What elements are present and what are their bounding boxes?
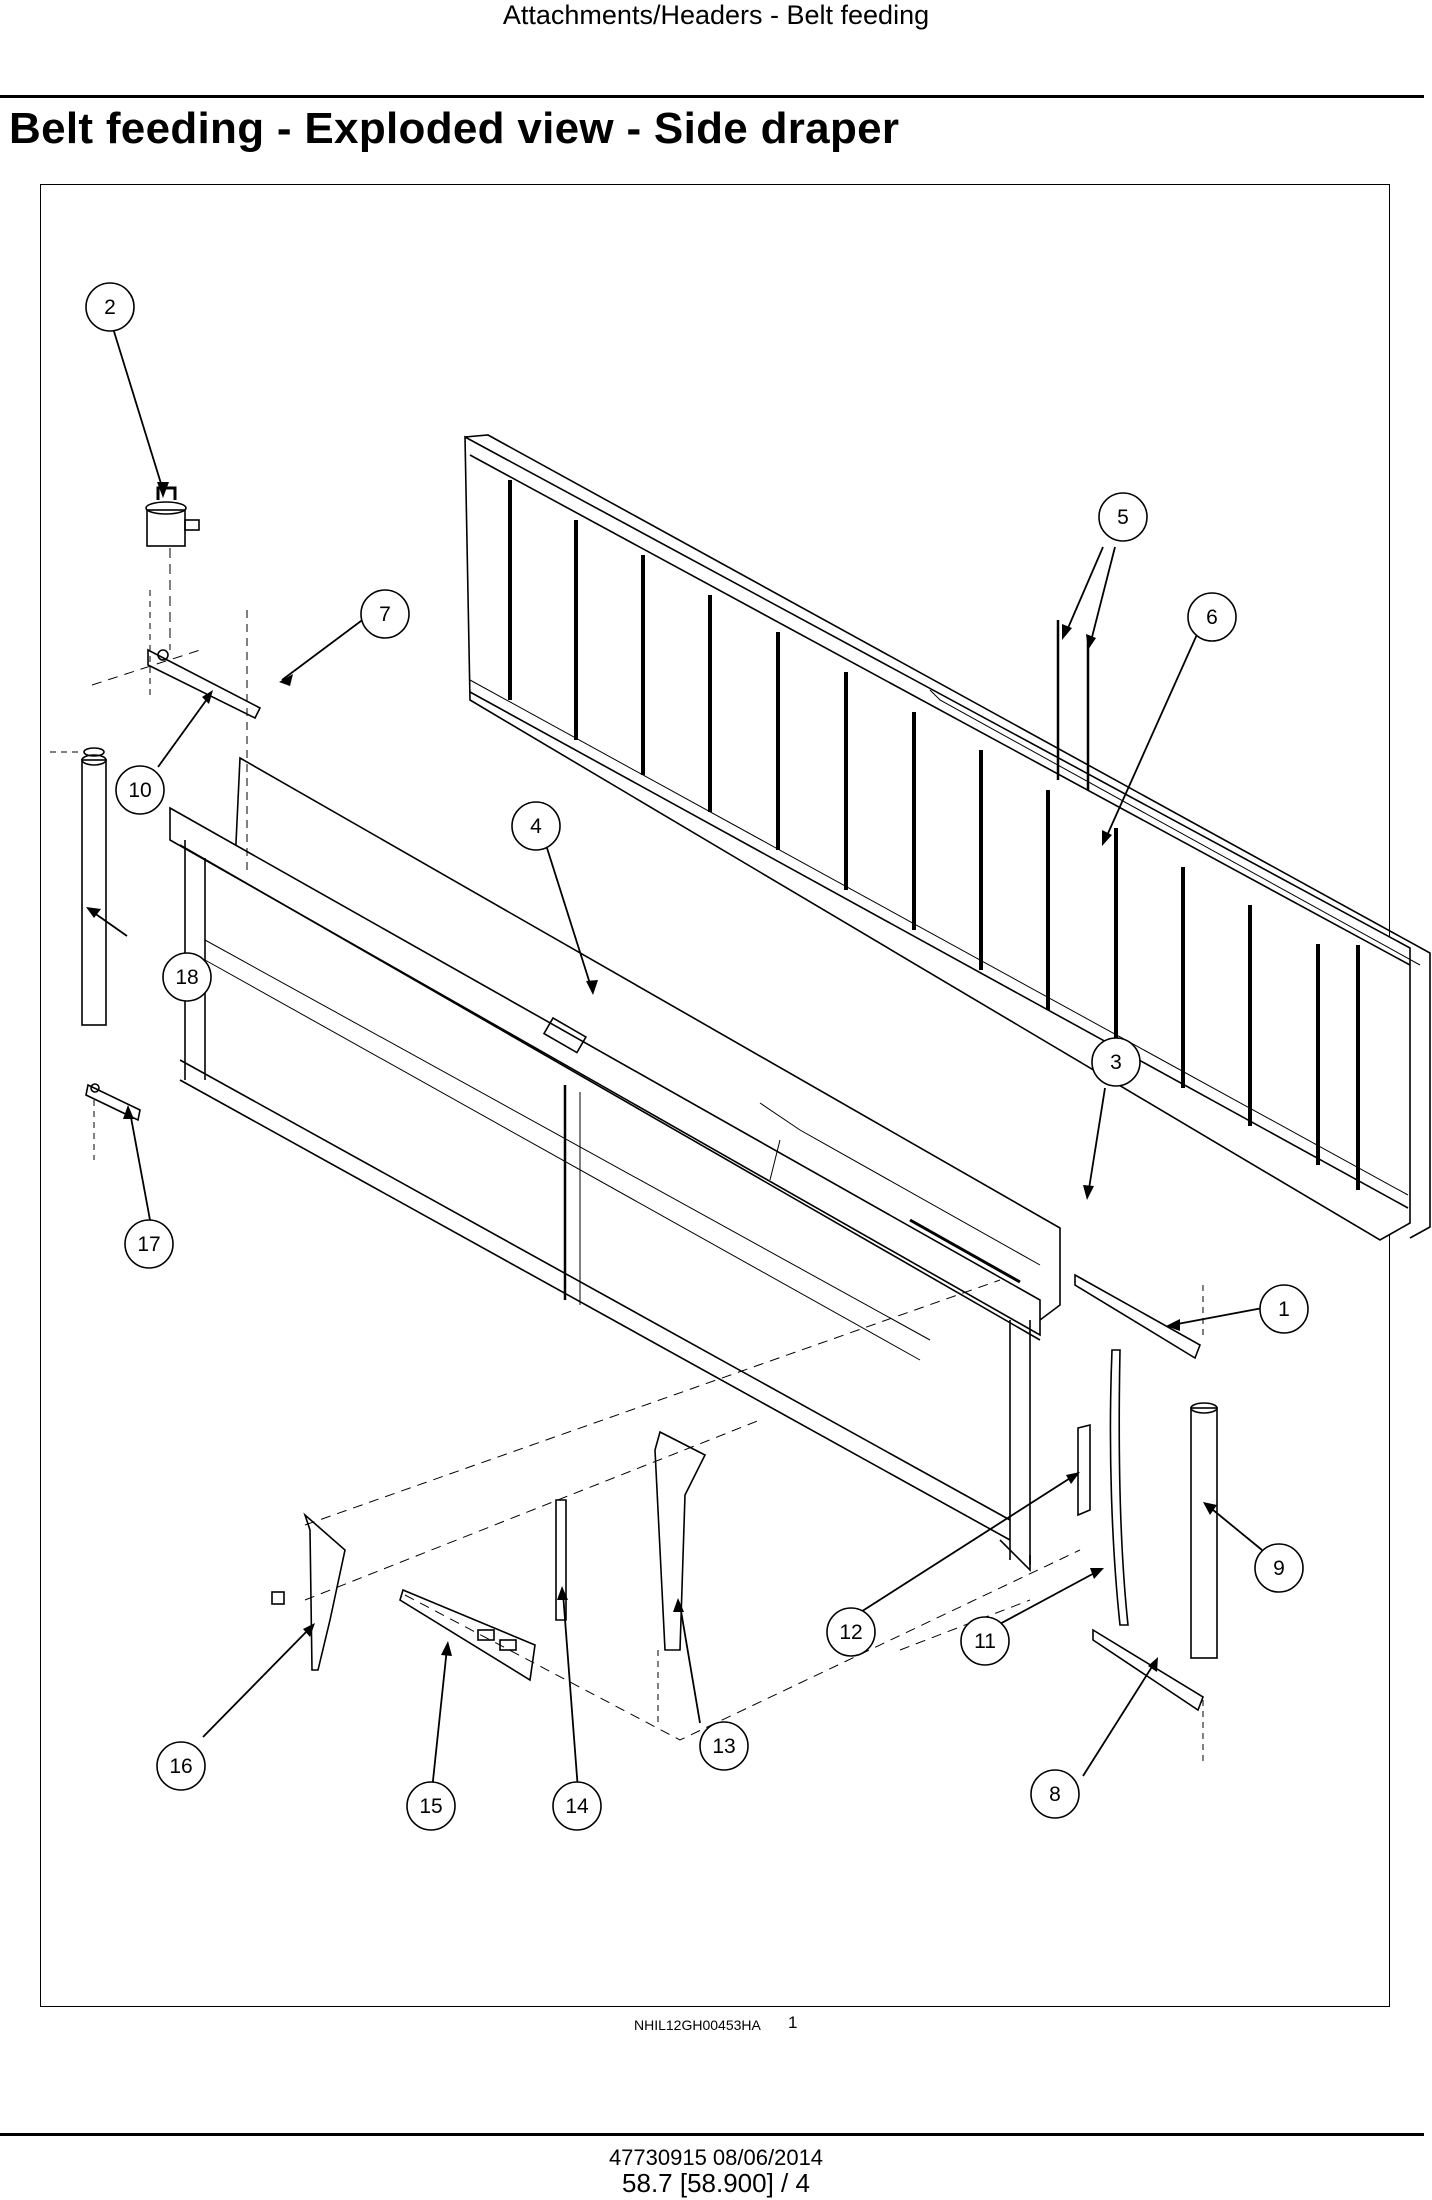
callout-18: 18 bbox=[175, 966, 198, 989]
callout-16: 16 bbox=[169, 1755, 192, 1778]
footer-rule bbox=[0, 2133, 1424, 2136]
callout-11: 11 bbox=[974, 1630, 996, 1653]
callout-10: 10 bbox=[128, 779, 151, 802]
callout-13: 13 bbox=[712, 1735, 735, 1758]
roller-left-drawing bbox=[50, 747, 107, 1026]
drawing-id: NHIL12GH00453HA bbox=[634, 2017, 761, 2033]
callout-6: 6 bbox=[1206, 606, 1218, 629]
leader-lines bbox=[89, 324, 1269, 1791]
callout-3: 3 bbox=[1110, 1051, 1122, 1074]
splice-strips-drawing bbox=[1056, 620, 1090, 790]
callout-1: 1 bbox=[1278, 1298, 1290, 1321]
deflector-plate-drawing bbox=[399, 1588, 536, 1682]
callout-8: 8 bbox=[1049, 1783, 1061, 1806]
roller-right-drawing bbox=[1190, 1402, 1218, 1659]
main-frame-drawing bbox=[169, 756, 1061, 1572]
footer-page-ref: 58.7 [58.900] / 4 bbox=[622, 2168, 810, 2198]
callout-7: 7 bbox=[379, 603, 391, 626]
footer-doc-id: 47730915 08/06/2014 bbox=[608, 2145, 824, 2170]
callout-12: 12 bbox=[839, 1621, 862, 1644]
callout-17: 17 bbox=[137, 1233, 160, 1256]
callout-4: 4 bbox=[530, 815, 542, 838]
callout-5: 5 bbox=[1117, 506, 1129, 529]
motor-drawing bbox=[145, 486, 200, 650]
bracket-right-bottom-drawing bbox=[1092, 1628, 1204, 1765]
guide-strip-drawing bbox=[1109, 1349, 1129, 1626]
plate-drawing bbox=[1077, 1423, 1091, 1517]
callout-2: 2 bbox=[104, 296, 116, 319]
callout-14: 14 bbox=[565, 1795, 589, 1818]
callout-15: 15 bbox=[419, 1795, 442, 1818]
bracket-top-drawing bbox=[147, 590, 262, 870]
callout-9: 9 bbox=[1273, 1557, 1285, 1580]
bracket-right-top-drawing bbox=[1074, 1273, 1204, 1360]
header-rule bbox=[0, 95, 1424, 98]
figure-number: 1 bbox=[788, 2013, 798, 2032]
running-header: Attachments/Headers - Belt feeding bbox=[502, 0, 930, 30]
bracket-lower-left-drawing bbox=[271, 1512, 346, 1671]
callout-bubbles bbox=[85, 282, 1309, 1831]
side-panel-drawing bbox=[464, 434, 1431, 1241]
page-title: Belt feeding - Exploded view - Side drap… bbox=[9, 104, 900, 153]
support-drawing bbox=[654, 1430, 707, 1725]
